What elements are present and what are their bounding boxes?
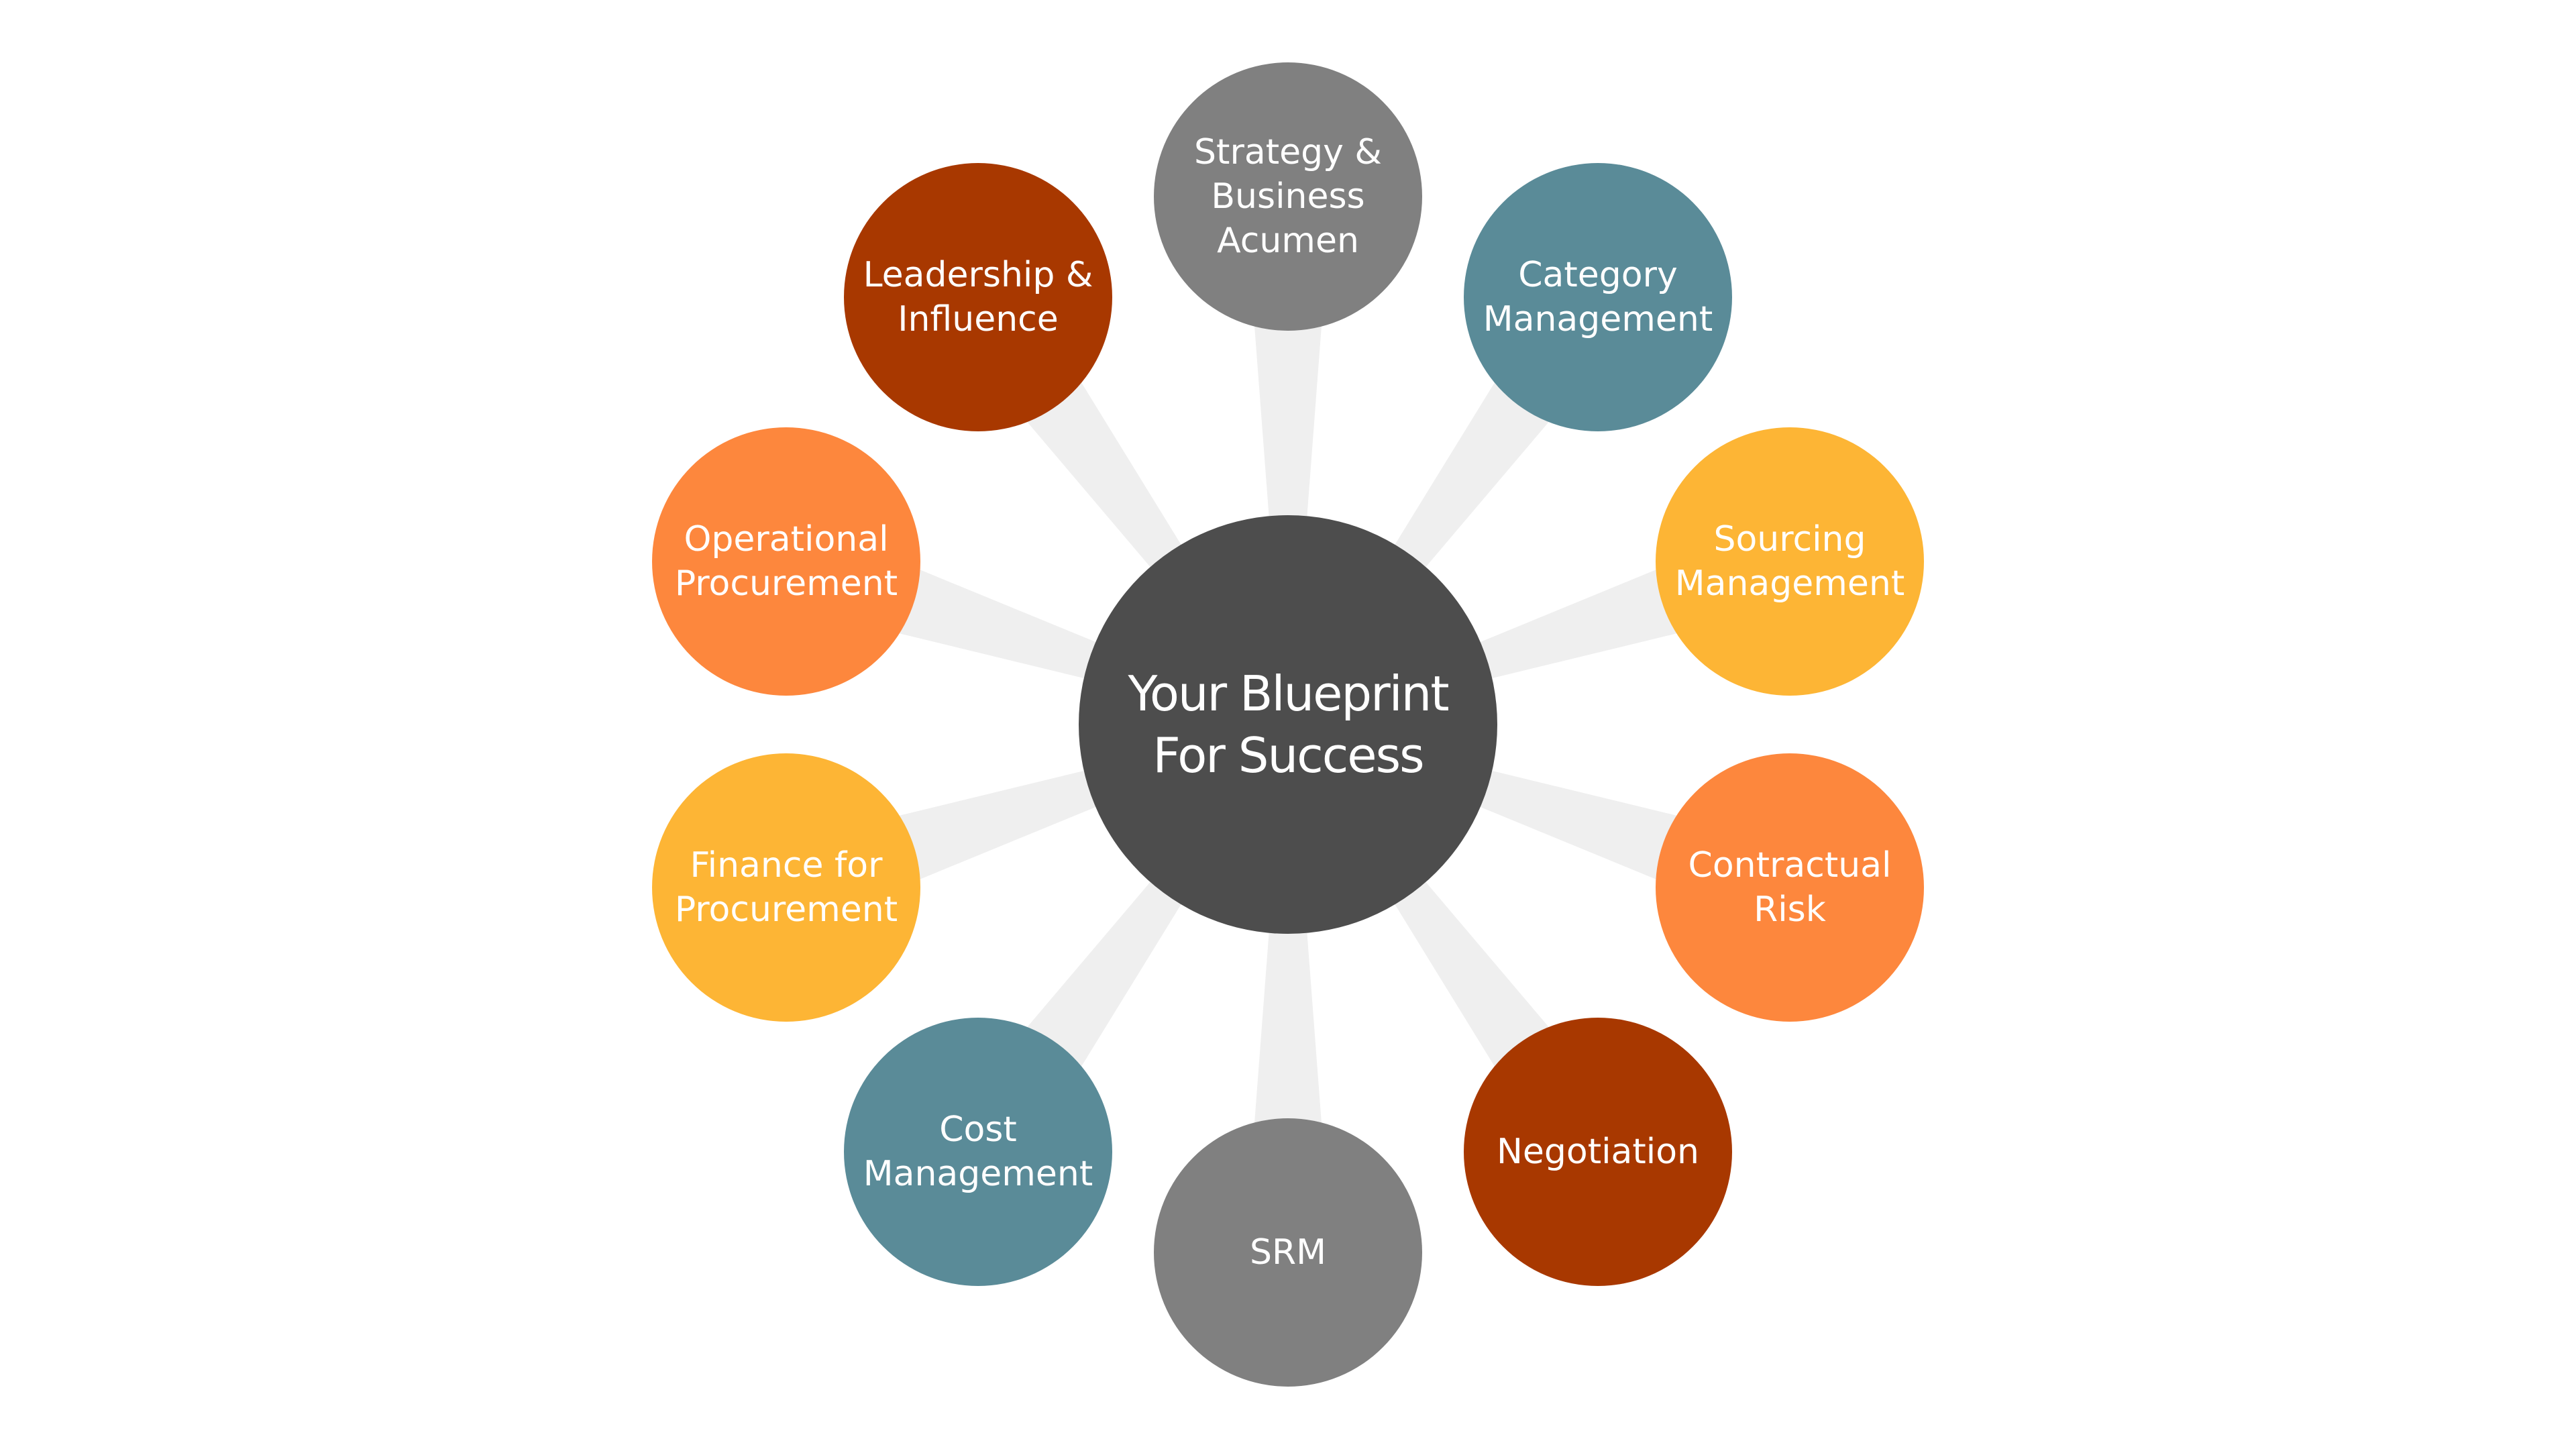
- strategy-label-line-2: Business: [1211, 176, 1364, 217]
- contractual-label-line-2: Risk: [1754, 890, 1826, 930]
- center-circle: [1079, 515, 1497, 934]
- node-leadership-influence: Leadership &Influence: [844, 163, 1112, 431]
- center-title-line-2: For Success: [1152, 727, 1423, 784]
- sourcing-label-line-2: Management: [1675, 564, 1905, 604]
- spoke-strategy: [1252, 290, 1324, 590]
- finance-label-line-1: Finance for: [690, 845, 883, 885]
- contractual-circle: [1656, 753, 1924, 1022]
- negotiation-circle: [1464, 1018, 1732, 1286]
- leadership-circle: [844, 163, 1112, 431]
- srm-circle: [1154, 1118, 1422, 1387]
- center-title-line-1: Your Blueprint: [1127, 665, 1448, 722]
- sourcing-circle: [1656, 427, 1924, 696]
- sourcing-label-line-1: Sourcing: [1713, 519, 1866, 559]
- nodes-layer: Strategy &BusinessAcumenCategoryManageme…: [652, 62, 1924, 1387]
- finance-circle: [652, 753, 920, 1022]
- contractual-label-line-1: Contractual: [1688, 845, 1892, 885]
- strategy-circle: [1154, 62, 1422, 331]
- node-srm: SRM: [1154, 1118, 1422, 1387]
- strategy-label-line-1: Strategy &: [1194, 132, 1382, 172]
- category-circle: [1464, 163, 1732, 431]
- srm-label-line-1: SRM: [1250, 1232, 1326, 1273]
- finance-label-line-2: Procurement: [675, 890, 898, 930]
- leadership-label-line-1: Leadership &: [863, 255, 1093, 295]
- operational-label-line-2: Procurement: [675, 564, 898, 604]
- node-negotiation: Negotiation: [1464, 1018, 1732, 1286]
- negotiation-label-line-1: Negotiation: [1497, 1132, 1699, 1172]
- category-label-line-2: Management: [1483, 299, 1713, 339]
- cost-label-line-2: Management: [863, 1154, 1093, 1194]
- spoke-srm: [1252, 859, 1324, 1159]
- operational-label-line-1: Operational: [684, 519, 888, 559]
- strategy-label-line-3: Acumen: [1217, 221, 1359, 261]
- leadership-label-line-2: Influence: [898, 299, 1059, 339]
- operational-circle: [652, 427, 920, 696]
- cost-circle: [844, 1018, 1112, 1286]
- cost-label-line-1: Cost: [939, 1110, 1017, 1150]
- category-label-line-1: Category: [1518, 255, 1678, 295]
